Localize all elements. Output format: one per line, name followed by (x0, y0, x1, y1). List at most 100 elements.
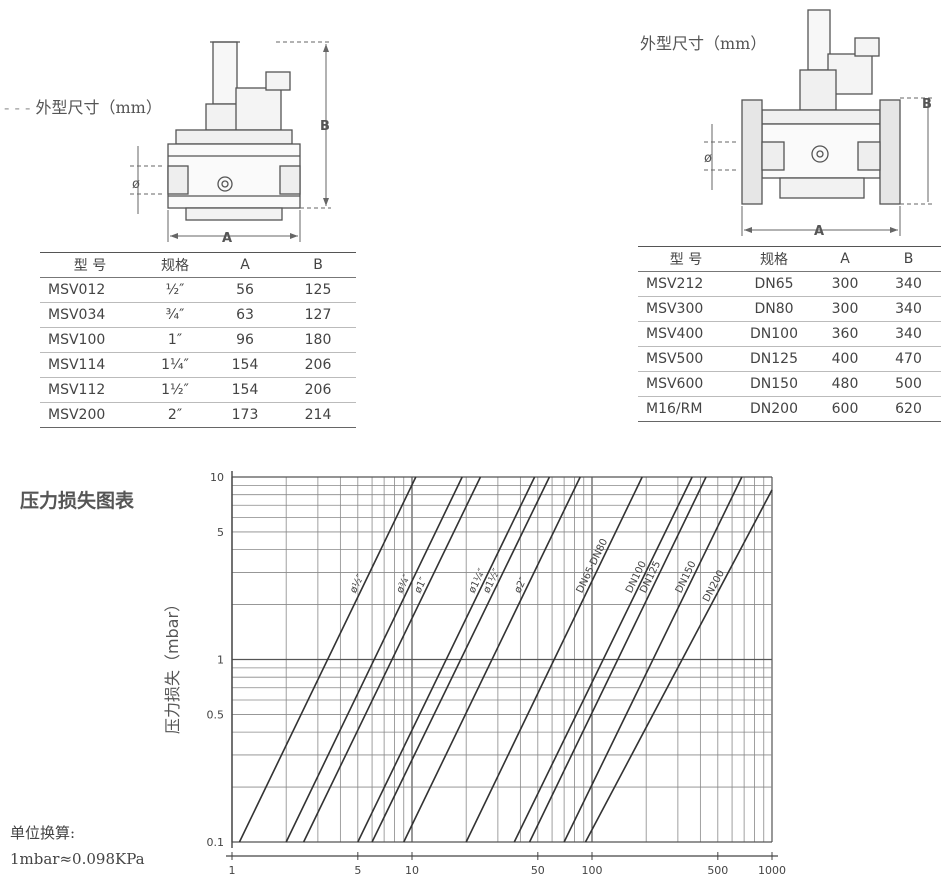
series-line (563, 476, 743, 843)
table-cell: DN65 (734, 271, 814, 297)
table-cell: 214 (280, 402, 356, 428)
right-drawing-title: 外型尺寸（mm） (640, 34, 767, 53)
y-tick-label: 5 (217, 526, 224, 539)
table-cell: MSV300 (638, 296, 734, 322)
table-cell: 2″ (140, 402, 210, 428)
chart-grid (231, 476, 773, 843)
table-cell: 63 (210, 302, 280, 328)
series-line (584, 489, 773, 843)
table-cell: MSV600 (638, 371, 734, 397)
column-header: B (280, 252, 356, 278)
table-cell: 300 (814, 271, 876, 297)
series-line (528, 476, 707, 843)
series-line (403, 476, 581, 843)
table-cell: MSV200 (40, 402, 140, 428)
right-dim-dia: ø (704, 151, 712, 166)
table-cell: MSV212 (638, 271, 734, 297)
table-cell: DN200 (734, 396, 814, 422)
column-header: B (876, 246, 941, 272)
table-cell: MSV400 (638, 321, 734, 347)
table-cell: MSV012 (40, 277, 140, 303)
table-cell: MSV100 (40, 327, 140, 353)
y-tick-label: 1 (217, 654, 224, 667)
series-label: ø1″ (413, 575, 430, 595)
table-cell: 620 (876, 396, 941, 422)
table-cell: 300 (814, 296, 876, 322)
table-cell: 340 (876, 271, 941, 297)
y-axis-label: 压力损失（mbar） (163, 596, 182, 734)
table-cell: 96 (210, 327, 280, 353)
table-cell: 206 (280, 377, 356, 403)
table-cell: 600 (814, 396, 876, 422)
unit-note-title: 单位换算: (10, 824, 76, 842)
table-cell: MSV114 (40, 352, 140, 378)
column-header: A (210, 252, 280, 278)
x-tick-label: 1000 (758, 864, 786, 877)
series-line (513, 476, 693, 843)
table-cell: 173 (210, 402, 280, 428)
left-valve-drawing: B A ø (130, 41, 331, 246)
table-cell: DN125 (734, 346, 814, 372)
series-line (465, 476, 643, 843)
series-line (371, 476, 551, 843)
left-drawing-title: - - - 外型尺寸（mm） (4, 98, 162, 117)
table-cell: MSV112 (40, 377, 140, 403)
table-cell: ½″ (140, 277, 210, 303)
table-cell: DN150 (734, 371, 814, 397)
table-cell: 360 (814, 321, 876, 347)
x-tick-label: 100 (582, 864, 603, 877)
left-dim-dia: ø (132, 177, 140, 192)
column-header: 规格 (140, 252, 210, 278)
table-cell: DN80 (734, 296, 814, 322)
table-cell: 1½″ (140, 377, 210, 403)
table-cell: 340 (876, 296, 941, 322)
series-line (302, 476, 482, 843)
x-tick-label: 10 (405, 864, 419, 877)
right-dim-a: A (814, 224, 824, 239)
table-cell: 127 (280, 302, 356, 328)
x-tick-label: 500 (707, 864, 728, 877)
unit-note: 1mbar≈0.098KPa (10, 850, 145, 868)
table-cell: 154 (210, 352, 280, 378)
series-line (357, 476, 536, 843)
table-cell: 500 (876, 371, 941, 397)
column-header: 规格 (734, 246, 814, 272)
table-cell: 480 (814, 371, 876, 397)
pressure-chart-title: 压力损失图表 (20, 490, 135, 512)
table-cell: MSV500 (638, 346, 734, 372)
table-cell: 400 (814, 346, 876, 372)
right-dim-b: B (922, 97, 932, 112)
table-cell: 180 (280, 327, 356, 353)
left-dim-a: A (222, 231, 232, 246)
series-line (238, 476, 417, 843)
table-cell: ¾″ (140, 302, 210, 328)
y-tick-label: 0.1 (207, 836, 225, 849)
series-line (285, 476, 463, 843)
table-cell: 470 (876, 346, 941, 372)
table-cell: MSV034 (40, 302, 140, 328)
column-header: A (814, 246, 876, 272)
y-tick-label: 0.5 (207, 708, 225, 721)
column-header: 型 号 (40, 252, 140, 278)
y-tick-label: 10 (210, 471, 224, 484)
x-tick-label: 1 (229, 864, 236, 877)
x-tick-label: 50 (531, 864, 545, 877)
table-cell: M16/RM (638, 396, 734, 422)
x-tick-label: 5 (354, 864, 361, 877)
table-cell: 340 (876, 321, 941, 347)
